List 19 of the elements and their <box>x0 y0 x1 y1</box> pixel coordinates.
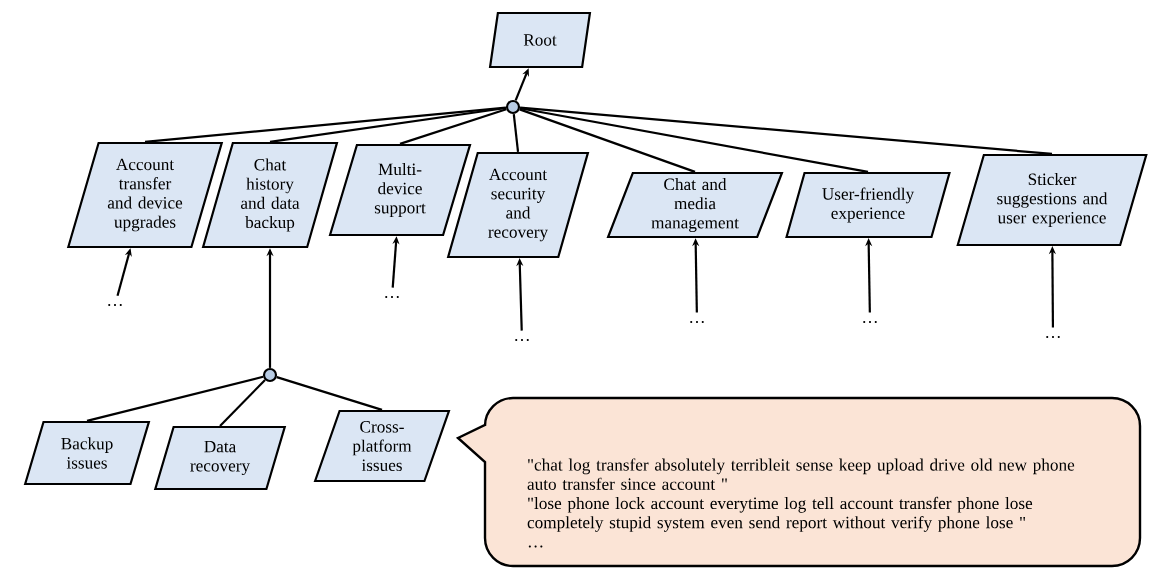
ellipsis-text: … <box>385 296 399 299</box>
ellipsis-text: … <box>690 321 704 324</box>
connector-line <box>399 108 507 145</box>
connector-line <box>86 375 264 422</box>
parallelogram-box: User-friendly experience <box>785 171 951 239</box>
connector-line <box>519 107 869 173</box>
ellipsis-text: … <box>108 304 122 307</box>
connector-line <box>269 106 507 143</box>
connector-line <box>219 379 266 427</box>
connector-line <box>512 113 520 153</box>
parallelogram-box: Multi-device support <box>328 143 472 237</box>
ellipsis-text: … <box>1046 336 1060 339</box>
connector-line <box>276 376 383 411</box>
parallelogram-box: Sticker suggestions and user experience <box>956 153 1148 247</box>
connector-line <box>519 108 696 173</box>
ellipsis-text: … <box>863 321 877 324</box>
speech-bubble: "chat log transfer absolutely terribleit sense keep upload drive old new phone auto transfer since account " "lose phone lock account everytime log tell account transfer phone lose completely stupid system even send report without verify phone lose " … <box>456 396 1142 568</box>
connector-line <box>520 106 1053 155</box>
ellipsis-text: … <box>515 339 529 342</box>
